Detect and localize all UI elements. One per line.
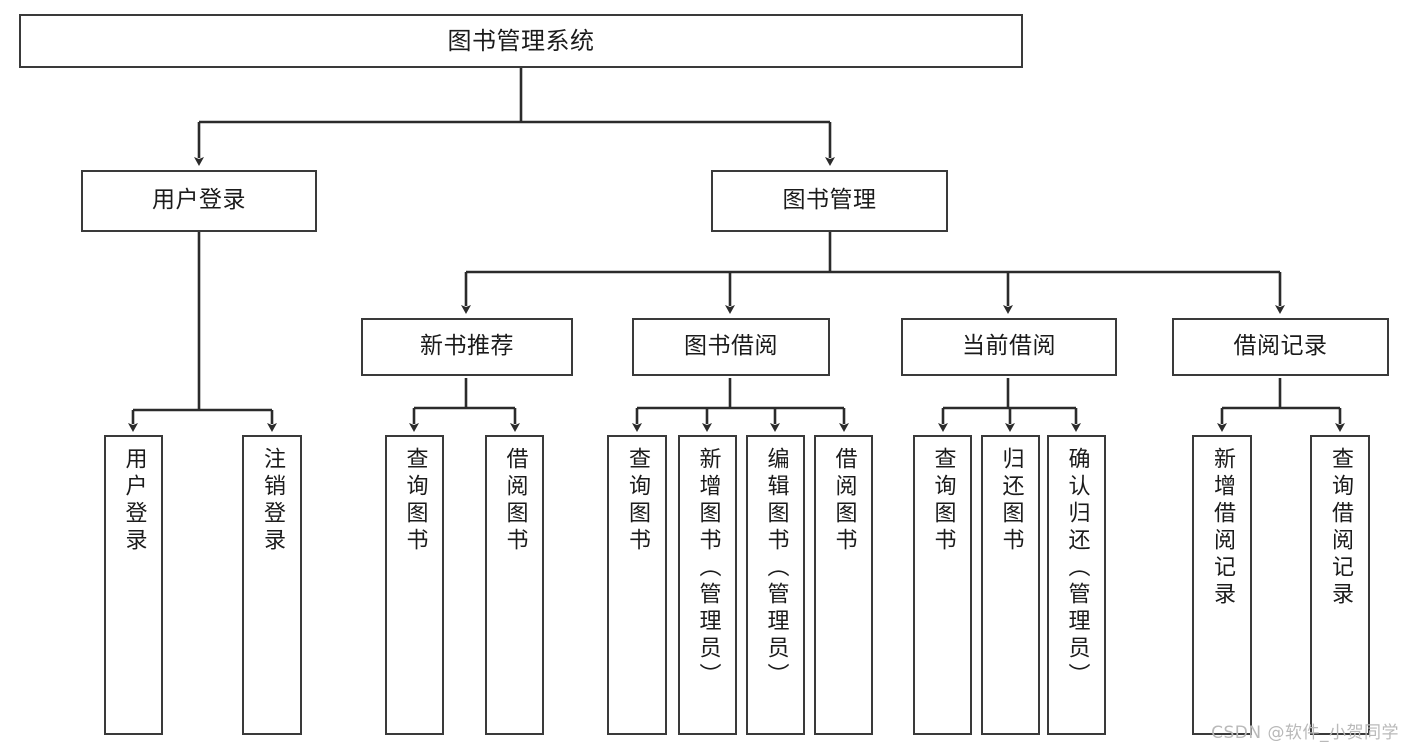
node-label: 图书管理 <box>782 187 877 214</box>
node-label: 查询图书 <box>402 447 428 555</box>
node-user-login[interactable]: 用户登录 <box>81 170 317 232</box>
node-label: 查询借阅记录 <box>1328 447 1353 609</box>
leaf-edit-book-admin[interactable]: 编辑图书（管理员） <box>746 435 805 735</box>
watermark-text: CSDN @软件_小贺同学 <box>1211 723 1399 743</box>
node-label: 图书借阅 <box>684 333 778 360</box>
node-current-borrow[interactable]: 当前借阅 <box>901 318 1117 376</box>
node-label: 归还图书 <box>998 447 1024 555</box>
node-label: 用户登录 <box>152 187 246 214</box>
node-borrow-record[interactable]: 借阅记录 <box>1172 318 1389 376</box>
leaf-query-borrow-record[interactable]: 查询借阅记录 <box>1310 435 1370 735</box>
leaf-confirm-return-admin[interactable]: 确认归还（管理员） <box>1047 435 1106 735</box>
node-label: 查询图书 <box>930 447 956 555</box>
node-label: 借阅图书 <box>831 447 857 555</box>
node-book-borrow[interactable]: 图书借阅 <box>632 318 830 376</box>
leaf-user-login[interactable]: 用户登录 <box>104 435 163 735</box>
leaf-user-logout[interactable]: 注销登录 <box>242 435 302 735</box>
node-label: 新增图书（管理员） <box>695 447 721 690</box>
node-label: 新增借阅记录 <box>1210 447 1235 609</box>
node-label: 用户登录 <box>121 447 147 555</box>
node-label: 借阅图书 <box>502 447 528 555</box>
leaf-query-book-current[interactable]: 查询图书 <box>913 435 972 735</box>
leaf-query-book[interactable]: 查询图书 <box>607 435 667 735</box>
leaf-query-book-new[interactable]: 查询图书 <box>385 435 444 735</box>
leaf-add-borrow-record[interactable]: 新增借阅记录 <box>1192 435 1252 735</box>
node-label: 查询图书 <box>625 447 650 555</box>
leaf-return-book[interactable]: 归还图书 <box>981 435 1040 735</box>
node-label: 注销登录 <box>260 447 285 555</box>
node-label: 确认归还（管理员） <box>1064 447 1090 690</box>
node-new-book-recommend[interactable]: 新书推荐 <box>361 318 573 376</box>
node-label: 编辑图书（管理员） <box>763 447 789 690</box>
leaf-borrow-book[interactable]: 借阅图书 <box>814 435 873 735</box>
node-label: 新书推荐 <box>420 333 514 360</box>
node-label: 图书管理系统 <box>447 26 595 55</box>
node-label: 借阅记录 <box>1233 333 1328 360</box>
node-root-system[interactable]: 图书管理系统 <box>19 14 1023 68</box>
leaf-borrow-book-new[interactable]: 借阅图书 <box>485 435 544 735</box>
leaf-add-book-admin[interactable]: 新增图书（管理员） <box>678 435 737 735</box>
node-label: 当前借阅 <box>962 333 1056 360</box>
node-book-management[interactable]: 图书管理 <box>711 170 948 232</box>
